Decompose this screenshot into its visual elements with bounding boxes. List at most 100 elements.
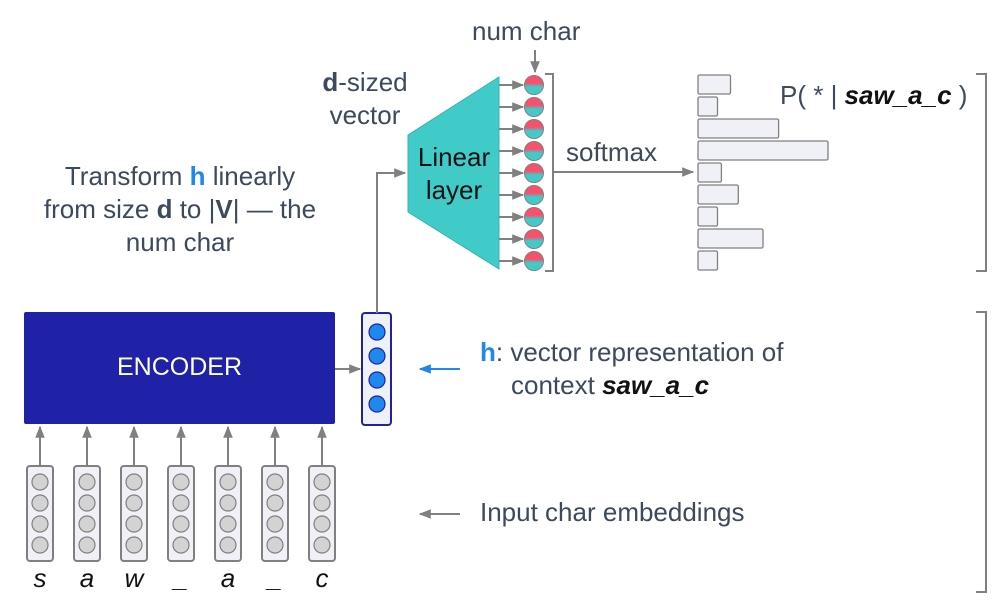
probability-bar: [697, 74, 732, 95]
h-annotation-line-2: context saw_a_c: [480, 369, 784, 402]
probability-suffix: ): [951, 80, 968, 110]
transform-annotation: Transform h linearly from size d to |V| …: [15, 160, 345, 259]
embedding-unit: [125, 473, 143, 491]
output-bracket: [545, 73, 554, 272]
embedding-unit: [31, 515, 49, 533]
input-char-label: w: [124, 563, 144, 593]
embedding-unit: [125, 515, 143, 533]
input-annotation: Input char embeddings: [480, 497, 745, 527]
embedding-unit: [172, 536, 190, 554]
top-right-bracket: [976, 73, 987, 272]
context-text: saw_a_c: [602, 370, 710, 400]
d-sized-vector-label: d-sized vector: [306, 66, 424, 132]
num-char-label: num char: [472, 16, 581, 46]
embedding-unit: [219, 536, 237, 554]
embedding-unit: [31, 473, 49, 491]
input-char-label: _: [267, 563, 283, 593]
char-embedding-box: [308, 465, 336, 562]
embedding-unit: [266, 494, 284, 512]
h-annotation-text: context: [511, 370, 603, 400]
embedding-unit: [219, 473, 237, 491]
char-embedding-box: [214, 465, 242, 562]
embedding-unit: [78, 473, 96, 491]
h-vector-unit: [368, 347, 386, 365]
embedding-unit: [313, 494, 331, 512]
bottom-right-bracket: [976, 311, 987, 593]
h-symbol: h: [480, 337, 496, 367]
embedding-unit: [266, 515, 284, 533]
h-vector-unit: [368, 323, 386, 341]
d-symbol: d: [322, 67, 339, 97]
embedding-unit: [125, 536, 143, 554]
transform-text: Transform: [64, 161, 190, 191]
transform-line-1: Transform h linearly: [15, 160, 345, 193]
probability-prefix: P( * |: [780, 80, 845, 110]
output-logit-unit: [524, 141, 544, 161]
d-symbol: d: [156, 194, 173, 224]
embedding-unit: [266, 473, 284, 491]
h-vector-unit: [368, 371, 386, 389]
linear-layer-line-2: layer: [425, 175, 483, 205]
output-logit-unit: [524, 75, 544, 95]
embedding-unit: [31, 536, 49, 554]
embedding-unit: [219, 515, 237, 533]
embedding-unit: [172, 515, 190, 533]
embedding-unit: [31, 494, 49, 512]
linear-layer-label: Linear layer: [410, 141, 498, 207]
linear-layer-trapezoid: [407, 76, 500, 270]
transform-text: | — the: [232, 194, 317, 224]
encoder-label: ENCODER: [116, 353, 242, 381]
output-logit-unit: [524, 97, 544, 117]
d-sized-line-1: d-sized: [306, 66, 424, 99]
probability-context: saw_a_c: [844, 80, 952, 110]
probability-bar: [697, 250, 719, 271]
h-annotation-line-1: h: vector representation of: [480, 336, 784, 369]
transform-text: from size: [43, 194, 157, 224]
output-logit-unit: [524, 163, 544, 183]
output-logit-unit: [524, 119, 544, 139]
h-symbol: h: [189, 161, 206, 191]
embedding-unit: [78, 536, 96, 554]
embedding-unit: [78, 494, 96, 512]
probability-bar: [697, 206, 719, 227]
v-symbol: V: [215, 194, 233, 224]
input-char-label: _: [173, 563, 189, 593]
input-char-label: c: [315, 563, 329, 593]
input-char-label: s: [33, 563, 47, 593]
output-logit-unit: [524, 207, 544, 227]
transform-text: to |: [172, 194, 216, 224]
embedding-unit: [172, 473, 190, 491]
probability-label: P( * | saw_a_c ): [780, 80, 967, 111]
d-sized-line-2: vector: [329, 100, 401, 130]
output-logit-unit: [524, 229, 544, 249]
char-embedding-box: [73, 465, 101, 562]
probability-bar: [697, 140, 829, 161]
embedding-unit: [172, 494, 190, 512]
embedding-unit: [313, 536, 331, 554]
char-embedding-box: [167, 465, 195, 562]
input-char-label: a: [79, 563, 95, 593]
embedding-unit: [125, 494, 143, 512]
embedding-unit: [313, 473, 331, 491]
char-embedding-box: [26, 465, 54, 562]
input-char-label: a: [220, 563, 236, 593]
embedding-unit: [313, 515, 331, 533]
char-embedding-box: [120, 465, 148, 562]
h-to-linear-arrow: [376, 168, 407, 313]
softmax-label: softmax: [566, 137, 658, 167]
d-sized-text: -sized: [338, 67, 408, 97]
embedding-unit: [266, 536, 284, 554]
h-annotation: h: vector representation of context saw_…: [480, 336, 784, 402]
output-logit-unit: [524, 251, 544, 271]
probability-bar: [697, 162, 723, 183]
output-logit-unit: [524, 185, 544, 205]
embedding-unit: [78, 515, 96, 533]
embedding-unit: [219, 494, 237, 512]
h-vector-unit: [368, 395, 386, 413]
probability-bar: [697, 228, 764, 249]
probability-bar: [697, 184, 739, 205]
transform-line-3: num char: [125, 227, 235, 257]
transform-text: linearly: [205, 161, 296, 191]
h-annotation-text: : vector representation of: [495, 337, 784, 367]
